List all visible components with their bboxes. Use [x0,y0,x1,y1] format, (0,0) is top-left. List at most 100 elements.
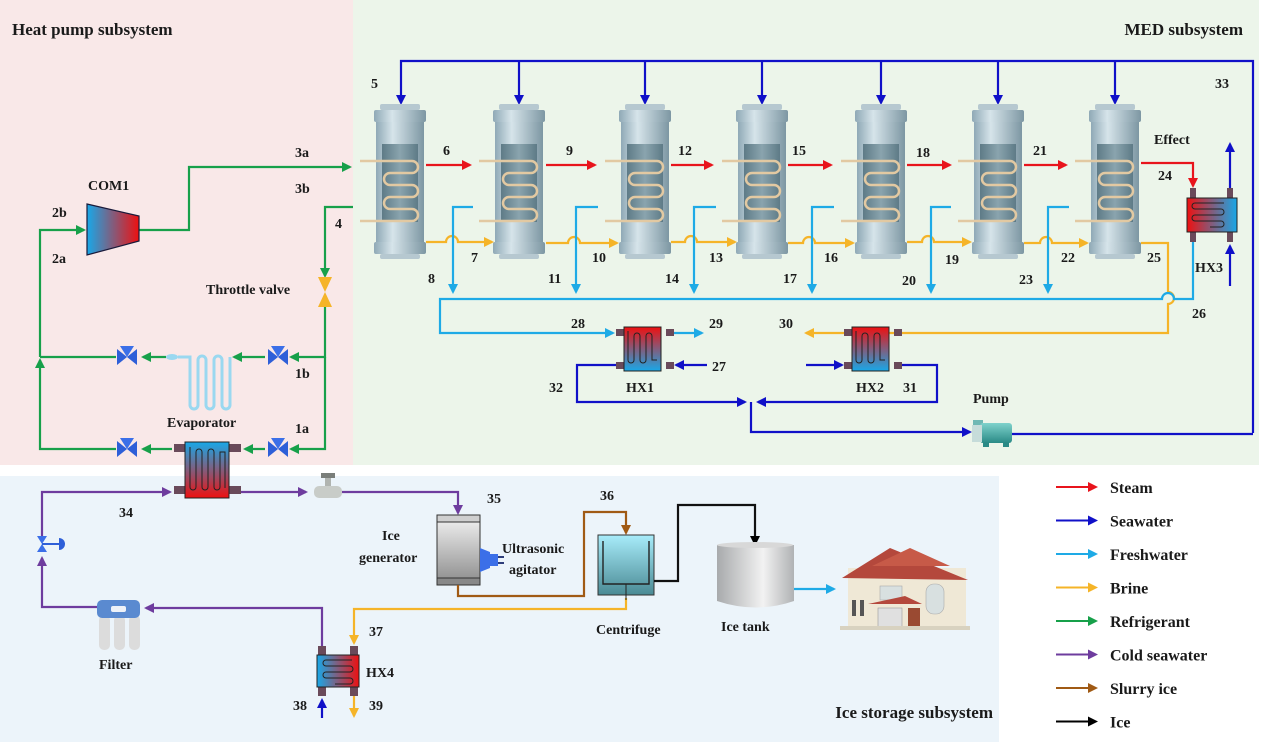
slurry-ice-line [456,510,631,598]
legend-label: Seawater [1110,514,1173,531]
legend-item-slurry-ice: Slurry ice [1056,681,1177,698]
pump-label: Pump [973,392,1009,407]
centrifuge [597,534,655,600]
stream-1a: 1a [295,422,309,437]
hx3-heat-exchanger [1186,188,1238,242]
stream-28: 28 [571,317,585,332]
ice-storage-title: Ice storage subsystem [835,703,993,722]
stream-3b: 3b [295,182,310,197]
legend-label: Refrigerant [1110,614,1191,631]
stream-16: 16 [824,251,838,266]
brine-to-hx4 [349,598,628,645]
legend-label: Cold seawater [1110,648,1207,665]
com1-label: COM1 [88,179,129,194]
stream-31: 31 [903,381,917,396]
freshwater-lines [438,205,1195,338]
hx4-heat-exchanger [316,646,360,696]
legend-arrow-icon [1088,649,1098,660]
legend-arrow-icon [1088,683,1098,693]
throttle-valve-label: Throttle valve [206,283,290,298]
ice-line [654,503,760,583]
legend-item-ice: Ice [1056,715,1130,732]
ultrasonic-label-2: agitator [509,563,556,578]
stream-2a: 2a [52,252,66,267]
stream-4: 4 [335,217,342,232]
filter-label: Filter [99,658,132,673]
stream-30: 30 [779,317,793,332]
hx3-label: HX3 [1195,261,1223,276]
legend-label: Freshwater [1110,547,1188,564]
hx1-label: HX1 [626,381,654,396]
stream-17: 17 [783,272,797,287]
legend-label: Brine [1110,581,1148,598]
stream-6: 6 [443,144,450,159]
ultrasonic-label-1: Ultrasonic [502,542,564,557]
stream-19: 19 [945,253,959,268]
legend-arrow-icon [1088,549,1098,559]
centrifuge-label: Centrifuge [596,623,661,638]
seawater-feeds [514,61,1120,105]
ice-tank [717,542,794,608]
stream-8: 8 [428,272,435,287]
stream-25: 25 [1147,251,1161,266]
legend-item-brine: Brine [1056,581,1148,598]
hx2-label: HX2 [856,381,884,396]
building-icon [840,548,970,630]
compressor-com1 [86,203,140,256]
stream-9: 9 [566,144,573,159]
filter [97,600,140,650]
refrigerant-lines [35,162,353,454]
three-way-valve [37,536,65,552]
stream-32: 32 [549,381,563,396]
legend-item-cold-seawater: Cold seawater [1056,648,1207,665]
stream-5: 5 [371,77,378,92]
hx4-label: HX4 [366,666,394,681]
legend-label: Ice [1110,715,1130,732]
stream-38: 38 [293,699,307,714]
pump [972,420,1012,447]
stream-33: 33 [1215,77,1229,92]
stream-18: 18 [916,146,930,161]
seawater-loop [575,360,1253,437]
legend-item-refrigerant: Refrigerant [1056,614,1191,631]
ultrasonic-agitator [480,548,504,572]
stream-27: 27 [712,360,726,375]
legend-item-freshwater: Freshwater [1056,547,1188,564]
stream-36: 36 [600,489,614,504]
evaporator-label: Evaporator [167,416,236,431]
stream-37: 37 [369,625,383,640]
legend-item-steam: Steam [1056,480,1153,497]
legend-arrow-icon [1088,515,1098,526]
ice-tank-label: Ice tank [721,620,770,635]
stream-22: 22 [1061,251,1075,266]
legend-arrow-icon [1088,482,1098,492]
legend-item-seawater: Seawater [1056,514,1173,531]
stream-1b: 1b [295,367,310,382]
stream-34: 34 [119,506,133,521]
stream-11: 11 [548,272,561,287]
stream-39: 39 [369,699,383,714]
stream-14: 14 [665,272,679,287]
steam-lines [426,160,1198,188]
flow-meter [314,473,342,498]
hx1-heat-exchanger [616,326,674,372]
ice-generator [436,514,481,586]
stream-labels: 3a 3b 2b 2a 4 1b 1a 5 6 7 8 9 10 11 12 1… [52,77,1229,714]
evaporator-heat-exchanger [174,441,241,499]
stream-35: 35 [487,492,501,507]
legend-arrow-icon [1088,716,1098,727]
seawater-header-pipe [396,59,1255,433]
component-labels: COM1 Throttle valve Evaporator Effect HX… [88,133,1223,681]
stream-2b: 2b [52,206,67,221]
heat-pump-title: Heat pump subsystem [12,20,173,39]
effect-label: Effect [1154,133,1190,148]
stream-12: 12 [678,144,692,159]
ice-generator-label-2: generator [359,551,417,566]
legend-arrow-icon [1088,616,1098,626]
ice-generator-label-1: Ice [382,529,400,544]
coil-evaporator [166,354,232,411]
heat-pump-region [0,0,353,465]
stream-26: 26 [1192,307,1206,322]
stream-13: 13 [709,251,723,266]
